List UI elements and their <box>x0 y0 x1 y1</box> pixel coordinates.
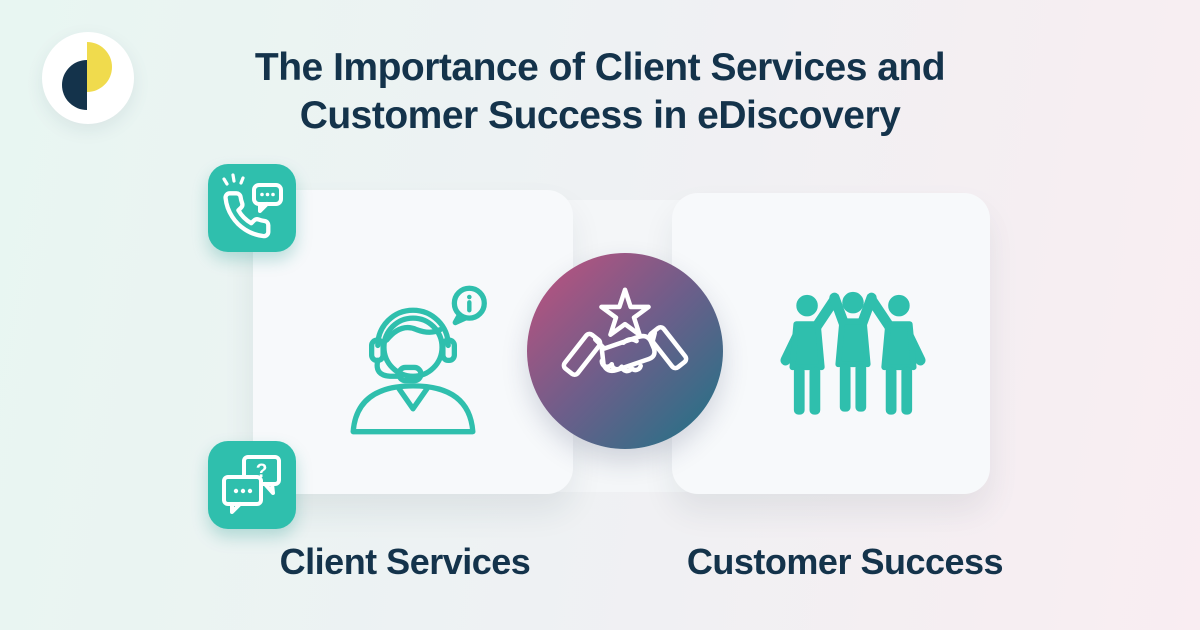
customer-success-label: Customer Success <box>686 541 1004 582</box>
chat-question-badge: ? <box>208 441 296 529</box>
page-title-line2: Customer Success in eDiscovery <box>299 94 901 138</box>
partnership-circle <box>527 253 723 449</box>
team-highfive-icon <box>780 291 926 415</box>
page-title-line1: The Importance of Client Services and <box>254 46 946 89</box>
phone-chat-badge <box>208 164 296 252</box>
support-agent-headset-icon <box>350 285 487 435</box>
svg-text:?: ? <box>256 461 268 482</box>
phone-chat-icon <box>222 173 283 239</box>
brand-logo <box>42 32 134 124</box>
chat-question-icon: ? <box>222 455 281 514</box>
client-services-card <box>253 190 573 494</box>
customer-success-card <box>672 193 990 494</box>
handshake-star-icon <box>561 287 689 377</box>
page-title: The Importance of Client Services and Cu… <box>0 44 1200 141</box>
client-services-label: Client Services <box>279 541 531 582</box>
